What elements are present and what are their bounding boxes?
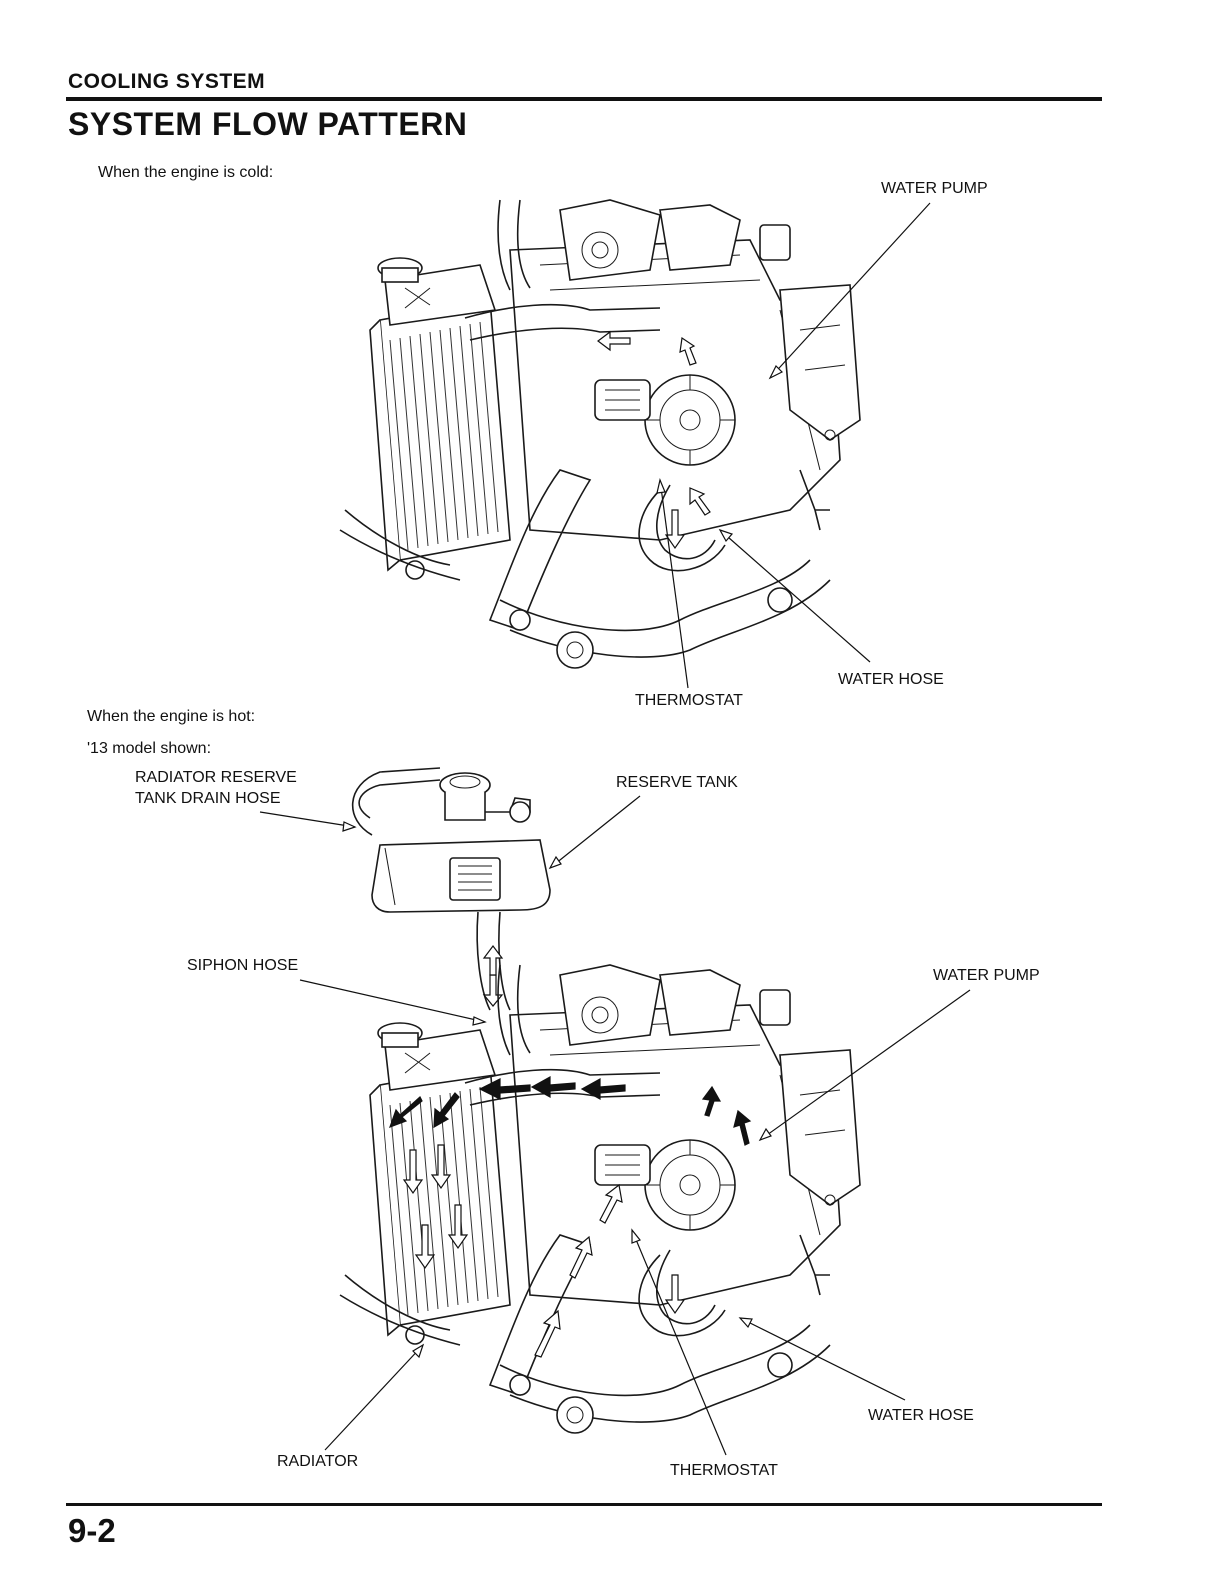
cold-caption: When the engine is cold: xyxy=(98,164,273,182)
label-siphon-hose: SIPHON HOSE xyxy=(187,955,298,976)
label-water-hose-cold: WATER HOSE xyxy=(838,669,944,690)
reserve-tank-illustration xyxy=(353,768,550,1010)
label-water-pump-cold: WATER PUMP xyxy=(881,178,988,199)
footer-rule xyxy=(66,1503,1102,1506)
label-water-hose-hot: WATER HOSE xyxy=(868,1405,974,1426)
label-reserve-tank: RESERVE TANK xyxy=(616,772,738,793)
hot-caption: When the engine is hot: xyxy=(87,708,255,726)
label-thermostat-hot: THERMOSTAT xyxy=(670,1460,778,1481)
label-thermostat-cold: THERMOSTAT xyxy=(635,690,743,711)
label-radiator: RADIATOR xyxy=(277,1451,358,1472)
engine-illustration-cold xyxy=(340,200,860,668)
page-number: 9-2 xyxy=(68,1512,116,1550)
model-note: '13 model shown: xyxy=(87,740,211,758)
engine-illustration-hot xyxy=(340,965,860,1433)
label-radiator-reserve-tank-drain-hose: RADIATOR RESERVE TANK DRAIN HOSE xyxy=(135,767,297,809)
label-water-pump-hot: WATER PUMP xyxy=(933,965,1040,986)
